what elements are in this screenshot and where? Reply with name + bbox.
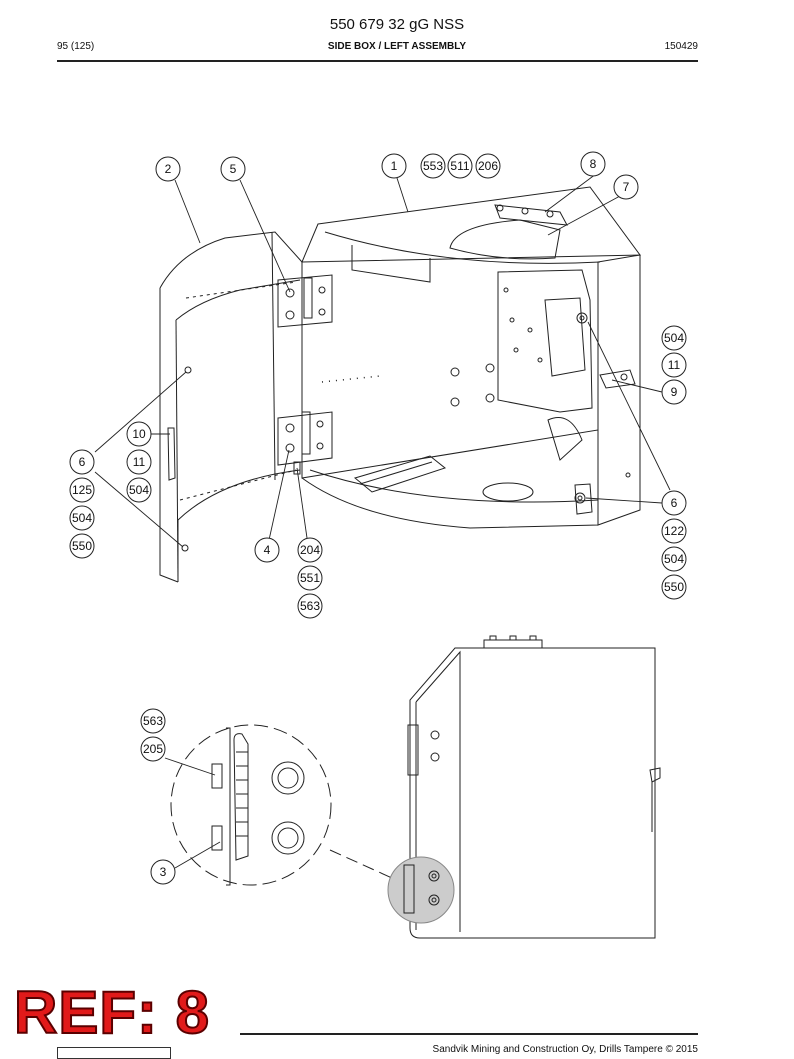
svg-text:5: 5 (230, 162, 237, 176)
callout-553: 553 (420, 153, 446, 179)
side-box-isometric (159, 186, 641, 583)
svg-text:6: 6 (671, 496, 678, 510)
callout-563-b: 563 (140, 708, 166, 734)
svg-text:550: 550 (72, 539, 92, 553)
callout-504-b: 504 (126, 477, 152, 503)
svg-text:2: 2 (165, 162, 172, 176)
callout-122: 122 (661, 518, 687, 544)
page-number: 95 (125) (57, 41, 95, 52)
callout-205: 205 (140, 736, 166, 762)
svg-text:204: 204 (300, 543, 320, 557)
svg-text:11: 11 (133, 455, 146, 469)
brand-logo (57, 1047, 171, 1059)
reference-stamp: REF: 8 (13, 979, 211, 1046)
document-code: 150429 (664, 41, 698, 52)
svg-text:6: 6 (79, 455, 86, 469)
callout-511: 511 (447, 153, 473, 179)
svg-text:551: 551 (300, 571, 320, 585)
svg-text:563: 563 (143, 714, 163, 728)
callout-11-b: 11 (126, 449, 152, 475)
svg-text:205: 205 (143, 742, 163, 756)
svg-text:550: 550 (664, 580, 684, 594)
callout-group: 1 553 511 206 8 7 2 5 504 11 9 10 6 11 1… (69, 151, 687, 619)
detail-callout-group: 563 205 3 (140, 708, 176, 885)
callout-504-a: 504 (661, 325, 687, 351)
callout-504-c: 504 (69, 505, 95, 531)
svg-text:10: 10 (132, 427, 146, 441)
svg-text:504: 504 (72, 511, 92, 525)
callout-125: 125 (69, 477, 95, 503)
svg-text:9: 9 (671, 385, 678, 399)
svg-text:4: 4 (264, 543, 271, 557)
footer-divider (240, 1033, 698, 1035)
leader-lines (94, 170, 671, 548)
svg-text:125: 125 (72, 483, 92, 497)
svg-text:206: 206 (478, 159, 498, 173)
callout-3: 3 (150, 859, 176, 885)
svg-text:504: 504 (129, 483, 149, 497)
callout-6-a: 6 (69, 449, 95, 475)
callout-550-b: 550 (661, 574, 687, 600)
callout-10: 10 (126, 421, 152, 447)
svg-text:8: 8 (590, 157, 597, 171)
side-elevation-view (387, 635, 661, 939)
svg-text:7: 7 (623, 180, 630, 194)
callout-4: 4 (254, 537, 280, 563)
document-title: 550 679 32 gG NSS (329, 16, 465, 33)
section-title: SIDE BOX / LEFT ASSEMBLY (327, 41, 467, 52)
svg-text:3: 3 (160, 865, 167, 879)
callout-2: 2 (155, 156, 181, 182)
callout-206: 206 (475, 153, 501, 179)
callout-550-a: 550 (69, 533, 95, 559)
svg-text:563: 563 (300, 599, 320, 613)
svg-text:1: 1 (391, 159, 398, 173)
svg-text:11: 11 (668, 358, 681, 372)
callout-551: 551 (297, 565, 323, 591)
callout-5: 5 (220, 156, 246, 182)
footer-copyright: Sandvik Mining and Construction Oy, Dril… (432, 1044, 698, 1055)
callout-9: 9 (661, 379, 687, 405)
callout-7: 7 (613, 174, 639, 200)
svg-text:504: 504 (664, 331, 684, 345)
callout-8: 8 (580, 151, 606, 177)
detail-magnified-view (164, 724, 393, 886)
svg-text:511: 511 (450, 159, 469, 173)
callout-504-d: 504 (661, 546, 687, 572)
header-divider (57, 60, 698, 62)
svg-text:504: 504 (664, 552, 684, 566)
svg-text:122: 122 (664, 524, 684, 538)
callout-204: 204 (297, 537, 323, 563)
svg-text:553: 553 (423, 159, 443, 173)
callout-1: 1 (381, 153, 407, 179)
callout-6-b: 6 (661, 490, 687, 516)
callout-563-a: 563 (297, 593, 323, 619)
callout-11-a: 11 (661, 352, 687, 378)
